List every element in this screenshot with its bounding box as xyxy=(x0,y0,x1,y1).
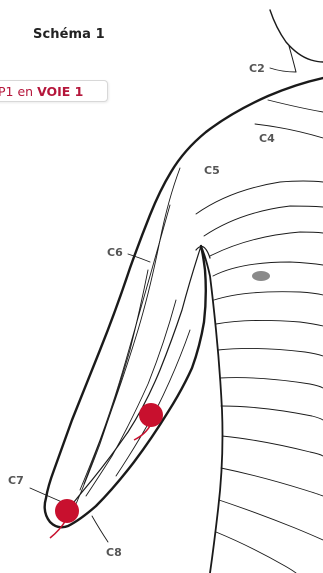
chest-line-10 xyxy=(222,436,323,456)
chest-line-12 xyxy=(219,500,323,540)
chest-line-11 xyxy=(221,468,323,496)
label-c2: C2 xyxy=(249,62,265,75)
electrode-hand xyxy=(50,499,79,538)
chest-line-7 xyxy=(218,348,323,356)
electrode-forearm xyxy=(134,403,163,440)
label-c6: C6 xyxy=(107,246,123,259)
chest-line-9 xyxy=(221,406,323,420)
torso-side xyxy=(201,246,223,573)
neck-outline xyxy=(289,46,296,72)
inner-arm xyxy=(74,246,201,502)
label-c5: C5 xyxy=(204,164,220,177)
head-outline xyxy=(270,10,323,62)
derm-c3 xyxy=(268,100,323,112)
chest-line-6 xyxy=(216,320,323,326)
chest-line-8 xyxy=(220,378,323,388)
chest-line-2 xyxy=(204,206,323,236)
nipple-marker xyxy=(252,271,270,281)
derm-c5 xyxy=(84,168,180,484)
chest-line-13 xyxy=(216,532,296,573)
derm-c7 xyxy=(76,270,148,504)
label-c8: C8 xyxy=(106,546,122,559)
derm-t1 xyxy=(116,330,190,476)
derm-c6 xyxy=(80,205,170,490)
label-c7: C7 xyxy=(8,474,24,487)
chest-line-1 xyxy=(196,181,323,214)
leader-c6 xyxy=(128,254,150,262)
chest-line-3 xyxy=(210,232,323,256)
label-c4: C4 xyxy=(259,132,275,145)
leader-c2 xyxy=(270,68,296,72)
leader-c8 xyxy=(92,516,108,542)
chest-line-5 xyxy=(214,292,323,300)
